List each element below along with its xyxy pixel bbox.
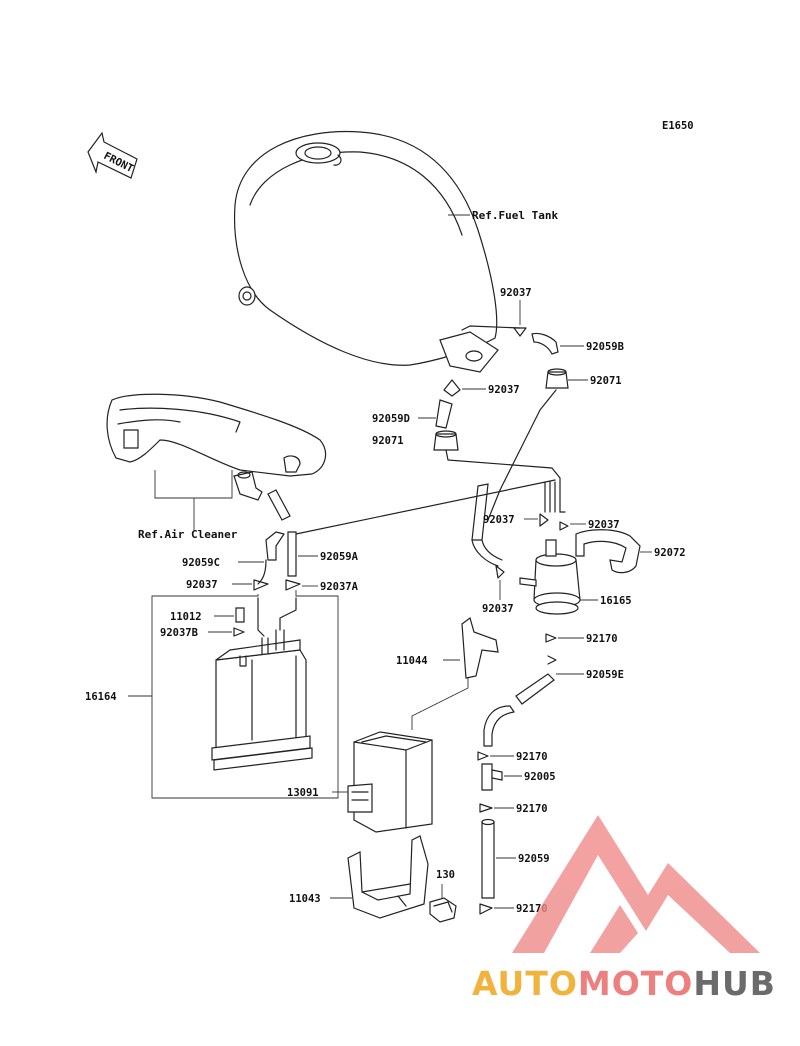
part-label-92005: 92005	[524, 771, 556, 783]
part-label-92037-d: 92037	[588, 519, 620, 531]
part-label-92059B: 92059B	[586, 341, 624, 353]
front-arrow-icon: FRONT	[87, 131, 138, 179]
part-label-92170-a: 92170	[586, 633, 618, 645]
part-label-92170-c: 92170	[516, 803, 548, 815]
part-label-92071-a: 92071	[590, 375, 622, 387]
part-label-92170-b: 92170	[516, 751, 548, 763]
part-label-92071-b: 92071	[372, 435, 404, 447]
part-label-92059: 92059	[518, 853, 550, 865]
ref-air-cleaner: Ref.Air Cleaner	[138, 528, 238, 541]
part-label-92072: 92072	[654, 547, 686, 559]
part-label-92037A: 92037A	[320, 581, 359, 593]
part-label-92059E: 92059E	[586, 669, 624, 681]
fuel-tank	[233, 130, 521, 373]
part-label-11043: 11043	[289, 893, 321, 905]
fuel-pump	[519, 539, 581, 615]
watermark-moto: MOTO	[578, 964, 693, 1003]
part-label-16164: 16164	[85, 691, 117, 703]
automotohub-logo-icon	[512, 815, 760, 953]
part-label-16165: 16165	[600, 595, 632, 607]
watermark-text: AUTOMOTOHUB	[472, 964, 776, 1003]
part-label-92037-c: 92037	[483, 514, 515, 526]
diagram-code: E1650	[662, 120, 694, 132]
part-label-92037B: 92037B	[160, 627, 198, 639]
part-label-92059D: 92059D	[372, 413, 410, 425]
part-label-92037-b: 92037	[488, 384, 520, 396]
bolt-130	[429, 897, 457, 923]
part-label-92037-f: 92037	[482, 603, 514, 615]
watermark-hub: HUB	[693, 964, 776, 1003]
part-label-92059A: 92059A	[320, 551, 359, 563]
ref-fuel-tank: Ref.Fuel Tank	[472, 209, 558, 222]
part-label-11044: 11044	[396, 655, 428, 667]
automotohub-watermark: AUTOMOTOHUB	[472, 815, 776, 1003]
part-label-92037-a: 92037	[500, 287, 532, 299]
canister-case	[347, 731, 433, 833]
bracket-11044	[461, 616, 499, 679]
part-label-130: 130	[436, 869, 455, 881]
part-label-92037-e: 92037	[186, 579, 218, 591]
charcoal-canister	[211, 597, 313, 771]
part-label-11012: 11012	[170, 611, 202, 623]
bracket-11043	[347, 835, 429, 919]
watermark-auto: AUTO	[472, 964, 578, 1003]
part-label-92059C: 92059C	[182, 557, 220, 569]
air-cleaner	[106, 393, 327, 501]
part-label-13091: 13091	[287, 787, 319, 799]
